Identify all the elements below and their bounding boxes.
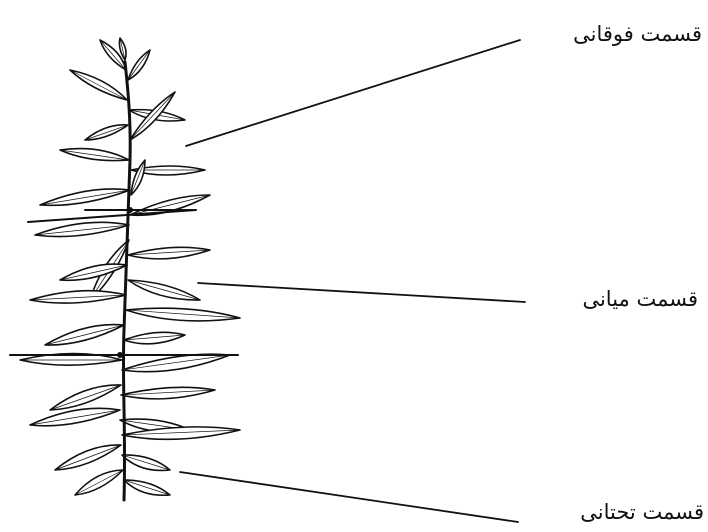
leaf-vein (70, 70, 127, 100)
leaf-vein (128, 50, 150, 80)
upper-leader-line (186, 40, 520, 146)
node-upper (127, 207, 133, 213)
leaf-vein (75, 470, 123, 495)
leaf-vein (128, 280, 200, 300)
leaf (30, 291, 126, 303)
leaf (121, 387, 215, 399)
label-middle-section: قسمت میانی (582, 287, 698, 311)
leaf (30, 408, 120, 425)
upper-division-line (28, 210, 196, 222)
lower-leader-line (180, 472, 518, 522)
leaf (128, 247, 210, 259)
leaf (35, 222, 129, 236)
leaf (124, 332, 185, 344)
leaf-vein (50, 385, 121, 410)
leaf-vein (55, 445, 121, 470)
leaf (122, 354, 230, 372)
leaf (126, 308, 240, 321)
middle-leader-line (198, 283, 525, 302)
label-lower-section: قسمت تحتانی (580, 500, 704, 524)
node-lower (117, 352, 123, 358)
label-upper-section: قسمت فوقانی (573, 22, 702, 46)
